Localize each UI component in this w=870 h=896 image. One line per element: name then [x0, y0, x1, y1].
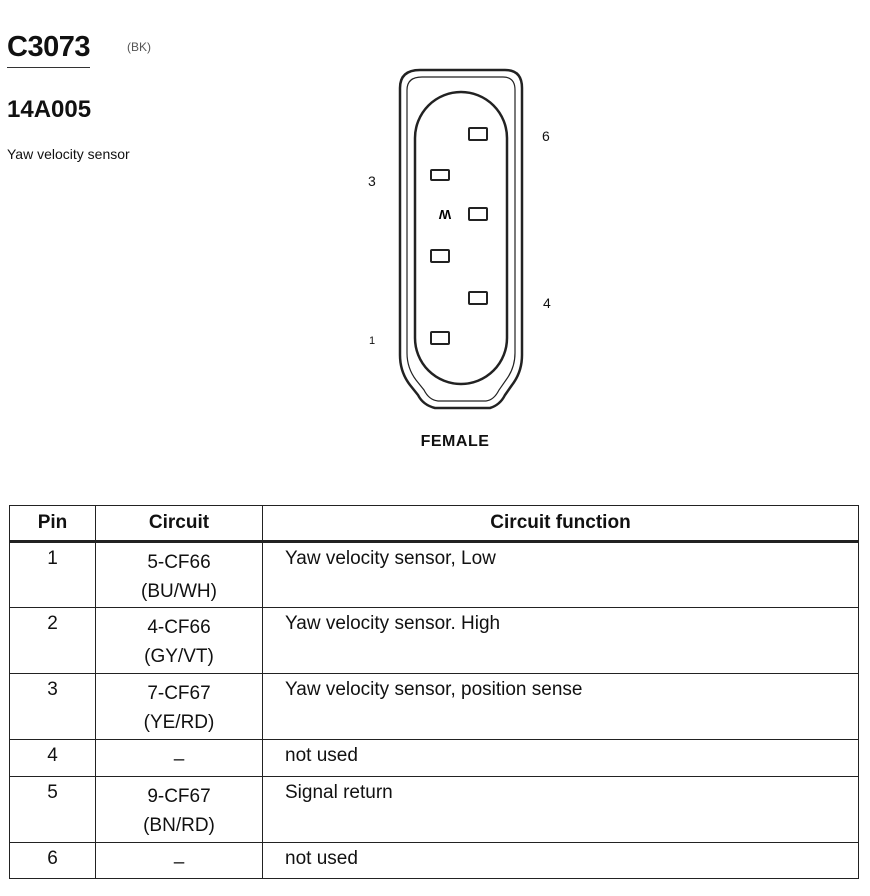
pin-number: 2	[9, 607, 96, 674]
circuit-code: 9-CF67	[147, 786, 211, 807]
table-row: 3 7-CF67 (YE/RD) Yaw velocity sensor, po…	[9, 673, 859, 740]
table-header-row: Pin Circuit Circuit function	[9, 505, 859, 543]
connector-description: Yaw velocity sensor	[7, 146, 130, 162]
wire-color: (BN/RD)	[143, 815, 215, 836]
circuit-function: Signal return	[262, 776, 859, 843]
header-function: Circuit function	[262, 505, 859, 543]
pinout-table: Pin Circuit Circuit function 1 5-CF66 (B…	[9, 505, 859, 879]
pin-number: 3	[9, 673, 96, 740]
pin-number: 1	[9, 541, 96, 608]
pin-number: 4	[9, 739, 96, 777]
circuit-function: Yaw velocity sensor, position sense	[262, 673, 859, 740]
connector-inner-cavity	[413, 90, 509, 386]
view-label: FEMALE	[420, 433, 490, 450]
table-row: 6 – not used	[9, 842, 859, 879]
pin-number: 6	[9, 842, 96, 879]
circuit-cell: 5-CF66 (BU/WH)	[95, 541, 263, 608]
part-number: 14A005	[7, 96, 92, 123]
pin-label-4: 4	[543, 295, 551, 311]
circuit-code: –	[173, 749, 185, 770]
circuit-cell: 4-CF66 (GY/VT)	[95, 607, 263, 674]
pin-label-3: 3	[368, 173, 376, 189]
terminal-3	[430, 169, 450, 181]
circuit-code: 5-CF66	[147, 552, 211, 573]
circuit-cell: 9-CF67 (BN/RD)	[95, 776, 263, 843]
circuit-function: Yaw velocity sensor. High	[262, 607, 859, 674]
terminal-5	[468, 207, 488, 221]
connector-face-diagram: W	[398, 68, 524, 410]
circuit-function: not used	[262, 842, 859, 879]
cavity-letter: W	[438, 207, 451, 222]
wire-color: (YE/RD)	[143, 712, 215, 733]
pin-label-1: 1	[369, 335, 376, 347]
terminal-6	[468, 127, 488, 141]
connector-outer-shell	[398, 68, 524, 410]
circuit-cell: 7-CF67 (YE/RD)	[95, 673, 263, 740]
table-row: 5 9-CF67 (BN/RD) Signal return	[9, 776, 859, 843]
circuit-code: 4-CF66	[147, 617, 211, 638]
circuit-code: 7-CF67	[147, 683, 211, 704]
header-pin: Pin	[9, 505, 96, 543]
pin-number: 5	[9, 776, 96, 843]
terminal-4	[468, 291, 488, 305]
circuit-function: Yaw velocity sensor, Low	[262, 541, 859, 608]
circuit-cell: –	[95, 739, 263, 777]
connector-id: C3073	[7, 28, 90, 68]
terminal-2	[430, 249, 450, 263]
wire-color: (BU/WH)	[141, 581, 217, 602]
terminal-1	[430, 331, 450, 345]
table-row: 1 5-CF66 (BU/WH) Yaw velocity sensor, Lo…	[9, 541, 859, 608]
circuit-function: not used	[262, 739, 859, 777]
circuit-code: –	[173, 852, 185, 873]
connector-color-code: (BK)	[127, 40, 151, 54]
table-row: 4 – not used	[9, 739, 859, 777]
pin-label-6: 6	[542, 128, 550, 144]
table-row: 2 4-CF66 (GY/VT) Yaw velocity sensor. Hi…	[9, 607, 859, 674]
header-circuit: Circuit	[95, 505, 263, 543]
circuit-cell: –	[95, 842, 263, 879]
wire-color: (GY/VT)	[144, 646, 214, 667]
